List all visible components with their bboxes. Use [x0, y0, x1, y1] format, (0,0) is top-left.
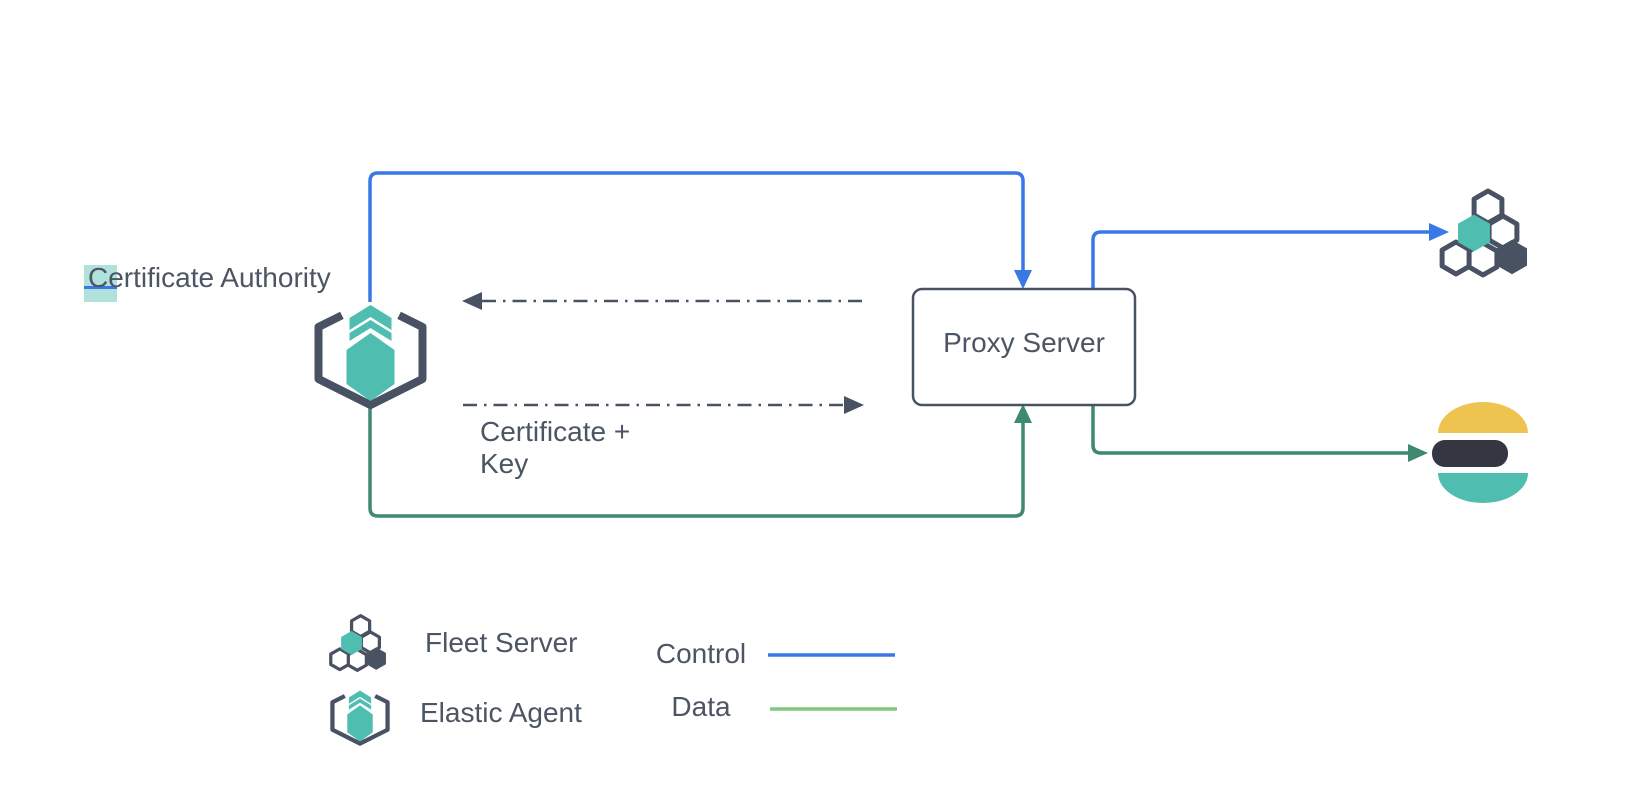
certificate-authority-label: Certificate Authority	[88, 262, 331, 293]
control-edge-proxy-to-fleet	[1091, 223, 1449, 288]
legend-data-label: Data	[671, 691, 731, 722]
proxy-server-label: Proxy Server	[943, 327, 1105, 358]
legend-fleet-server-label: Fleet Server	[425, 627, 578, 658]
data-edge-agent-to-proxy	[368, 402, 1032, 518]
certificate-key-label-line1: Certificate +	[480, 416, 630, 447]
data-edge-proxy-to-elasticsearch	[1091, 405, 1428, 462]
certificate-key-label-line2: Key	[480, 448, 528, 479]
proxy-server-node: Proxy Server	[911, 287, 1137, 407]
text-cursor-line	[84, 286, 117, 289]
arrowhead-right-icon	[1429, 223, 1449, 241]
fleet-server-icon	[1442, 191, 1527, 275]
text-highlight	[84, 265, 117, 302]
proxy-server-box	[911, 287, 1137, 407]
certificate-authority-node: Certificate Authority	[84, 262, 331, 302]
arrowhead-left-icon	[462, 292, 482, 310]
elastic-agent-icon	[319, 305, 423, 405]
elastic-agent-icon	[332, 691, 387, 744]
arrowhead-right-icon	[844, 396, 864, 414]
fleet-server-icon	[331, 616, 386, 671]
cert-key-arrow	[463, 396, 864, 414]
arrowhead-up-icon	[1014, 404, 1032, 423]
legend-elastic-agent-label: Elastic Agent	[420, 697, 582, 728]
cert-request-arrow	[462, 292, 865, 310]
elasticsearch-logo	[1432, 402, 1528, 503]
legend-control-label: Control	[656, 638, 746, 669]
arrowhead-down-icon	[1014, 270, 1032, 289]
legend: Fleet Server Elastic Agent Control Data	[331, 616, 897, 744]
control-edge-agent-to-proxy	[368, 171, 1032, 302]
arrowhead-right-icon	[1408, 444, 1428, 462]
